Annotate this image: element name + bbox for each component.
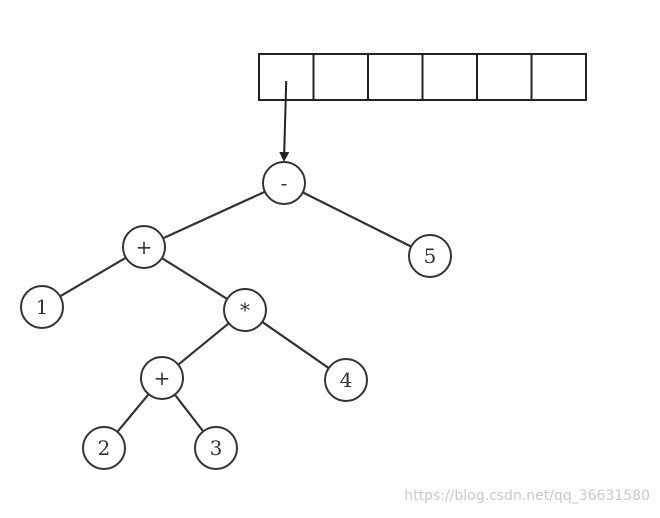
- tree-node-one: 1: [20, 285, 64, 329]
- array-pointer: [279, 80, 290, 162]
- tree-nodes: - +5 1 * +4 2 3: [20, 161, 452, 470]
- node-circle: [20, 285, 64, 329]
- node-label: 4: [340, 368, 353, 392]
- node-circle: [408, 234, 452, 278]
- node-label: 1: [36, 295, 49, 319]
- edge-star-plus_low: [177, 322, 230, 366]
- node-circle: [194, 426, 238, 470]
- edge-root-five: [302, 191, 412, 248]
- tree-node-three: 3: [194, 426, 238, 470]
- array-cell-6: [530, 53, 587, 101]
- tree-node-five: 5: [408, 234, 452, 278]
- tree-node-star: *: [223, 288, 267, 332]
- array-cell-4: [421, 53, 478, 101]
- node-label: 2: [98, 436, 111, 460]
- node-label: 5: [424, 244, 437, 268]
- edge-root-plus_top: [162, 190, 266, 240]
- array-cell-2: [312, 53, 369, 101]
- edge-star-four: [261, 321, 330, 369]
- node-label: +: [154, 366, 171, 390]
- node-label: +: [136, 235, 153, 259]
- node-circle: [122, 225, 166, 269]
- node-circle: [262, 161, 306, 205]
- pointer-arrow: [279, 80, 290, 162]
- watermark-text: https://blog.csdn.net/qq_36631580: [404, 488, 650, 504]
- array-cells: [258, 53, 587, 101]
- node-label: 3: [210, 436, 223, 460]
- node-circle: [140, 356, 184, 400]
- node-circle: [82, 426, 126, 470]
- node-label: *: [240, 298, 250, 322]
- tree-node-plus_low: +: [140, 356, 184, 400]
- node-circle: [324, 358, 368, 402]
- node-circle: [223, 288, 267, 332]
- tree-node-four: 4: [324, 358, 368, 402]
- array-cell-3: [367, 53, 424, 101]
- tree-node-plus_top: +: [122, 225, 166, 269]
- edge-plus_low-three: [173, 393, 205, 433]
- tree-edges: [59, 190, 412, 433]
- edge-plus_top-one: [59, 256, 127, 298]
- tree-node-two: 2: [82, 426, 126, 470]
- edge-plus_top-star: [161, 257, 228, 300]
- node-label: -: [281, 171, 288, 195]
- tree-node-root: -: [262, 161, 306, 205]
- array-cell-5: [476, 53, 533, 101]
- edge-plus_low-two: [116, 393, 150, 433]
